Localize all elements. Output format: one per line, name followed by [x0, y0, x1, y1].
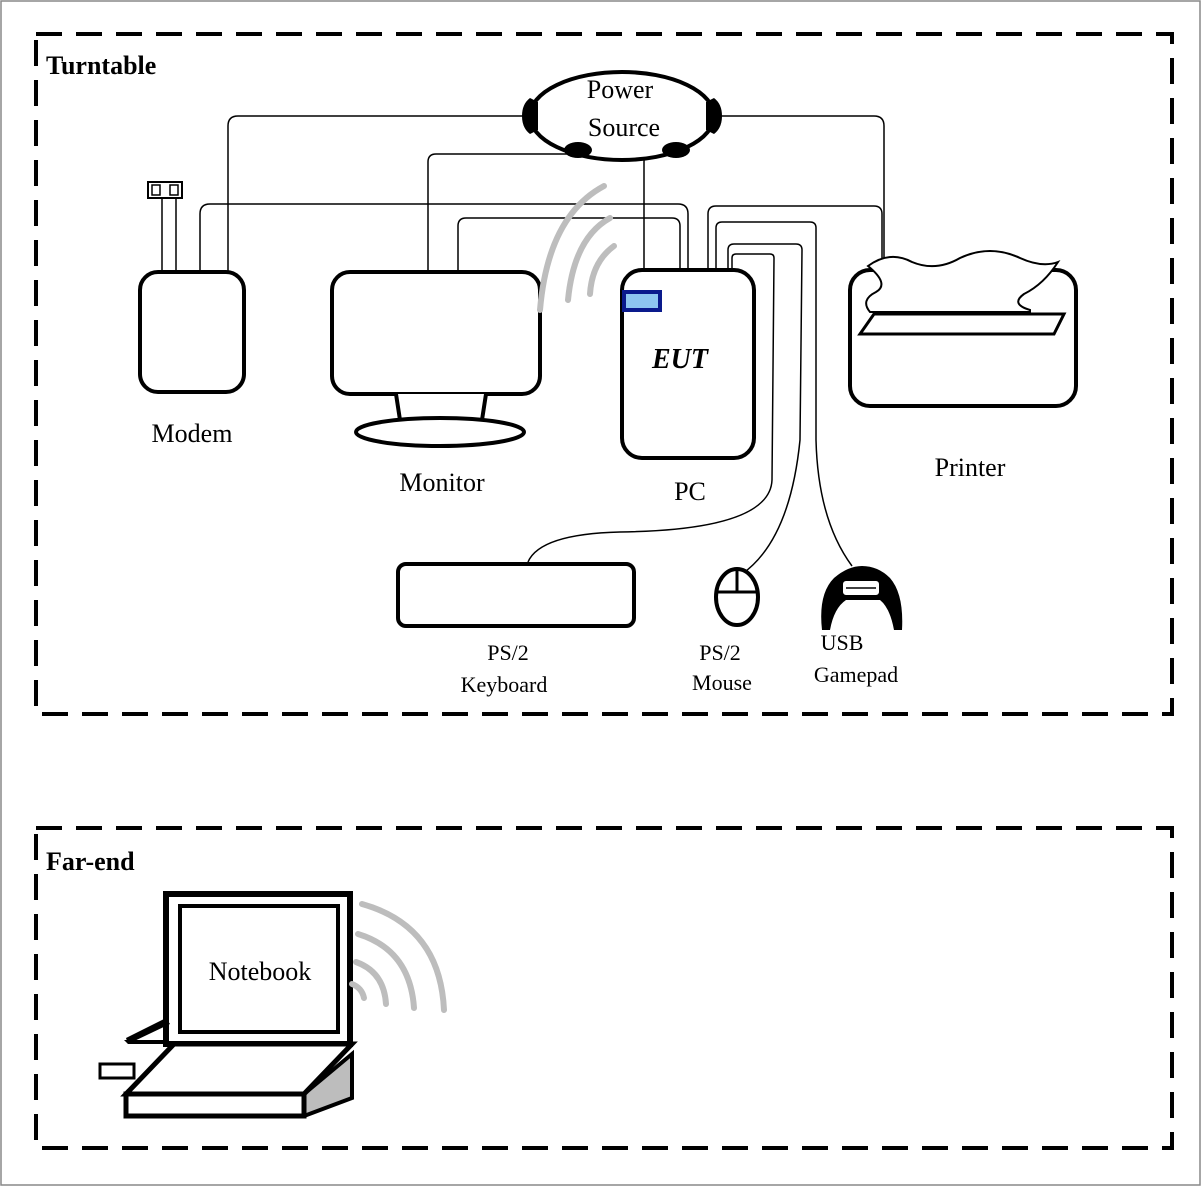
mouse-line1: PS/2 [699, 640, 741, 665]
eut-label: EUT [651, 344, 710, 375]
printer-pc-cable [707, 205, 883, 270]
power-plug-left [522, 98, 538, 134]
printer-label: Printer [935, 453, 1006, 482]
printer-power-cable [716, 115, 885, 270]
monitor-pc-cable [457, 217, 681, 275]
keyboard: PS/2 Keyboard [396, 562, 636, 697]
keyboard-body [396, 562, 636, 628]
wifi-module-icon [622, 290, 662, 312]
notebook-label: Notebook [209, 957, 312, 986]
notebook-base-front [123, 1091, 307, 1119]
gamepad-line2: Gamepad [814, 662, 898, 687]
gamepad-icon [821, 566, 903, 630]
printer-tray [857, 312, 1067, 336]
notebook-wireless-signal-icon [349, 901, 447, 1013]
pc-label: PC [674, 477, 706, 506]
monitor: Monitor [330, 270, 542, 497]
pc-wireless-signal-icon [537, 183, 617, 313]
keyboard-cable [527, 253, 775, 563]
power-source: Power Source [522, 70, 722, 162]
monitor-label: Monitor [399, 468, 485, 497]
modem-power-cable [227, 115, 530, 272]
mouse-line2: Mouse [692, 670, 752, 695]
power-source-line1: Power [587, 75, 654, 104]
modem: Modem [138, 181, 246, 448]
pc-body [620, 268, 756, 460]
modem-body [138, 270, 246, 394]
printer: Printer [848, 250, 1078, 482]
monitor-stand [354, 416, 526, 448]
power-plug-bottom-right [662, 142, 690, 158]
turntable-label: Turntable [46, 51, 156, 80]
monitor-power-cable [427, 153, 574, 275]
far-end-zone [34, 826, 1174, 1150]
modem-pc-cable [199, 203, 689, 272]
far-end-label: Far-end [46, 847, 135, 876]
keyboard-line1: PS/2 [487, 640, 529, 665]
power-source-line2: Source [588, 113, 660, 142]
modem-label: Modem [152, 419, 233, 448]
power-plug-right [706, 98, 722, 134]
cables [161, 115, 885, 575]
gamepad: USB Gamepad [814, 566, 903, 687]
printer-paper-icon [865, 250, 1061, 313]
turntable-zone [34, 32, 1174, 716]
notebook: Notebook [98, 891, 358, 1119]
mouse-icon [714, 567, 760, 627]
keyboard-line2: Keyboard [461, 672, 548, 697]
usb-dongle-icon [98, 1062, 136, 1080]
monitor-screen [330, 270, 542, 396]
mouse-cable [727, 243, 803, 575]
mouse: PS/2 Mouse [692, 567, 760, 695]
power-plug-bottom-left [564, 142, 592, 158]
pc: EUT PC [620, 268, 756, 506]
phone-jack-icon [147, 181, 183, 199]
gamepad-line1: USB [821, 630, 864, 655]
gamepad-cable [715, 221, 853, 567]
